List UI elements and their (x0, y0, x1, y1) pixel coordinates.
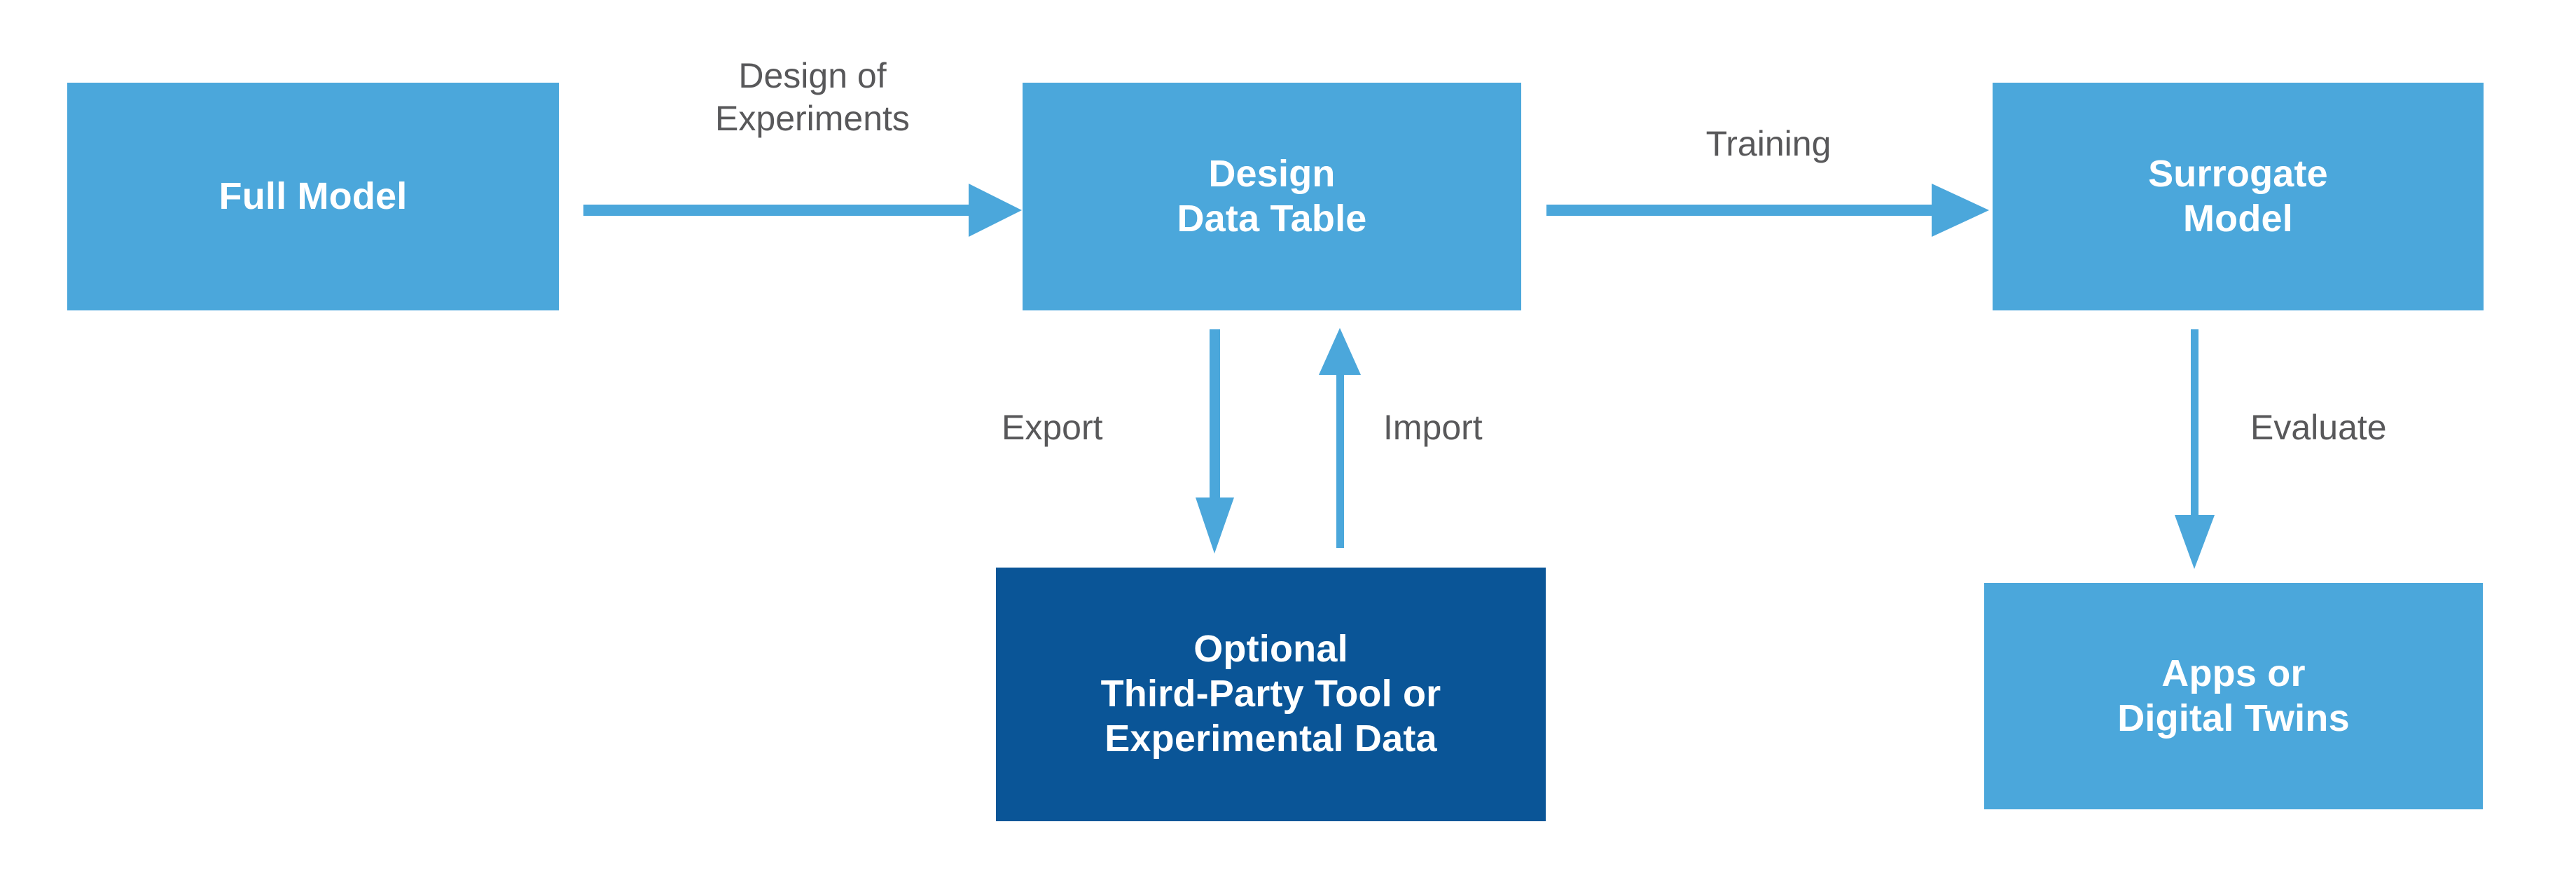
edge-label-evaluate: Evaluate (2250, 408, 2387, 447)
arrow-import (1319, 328, 1361, 548)
node-apps-or-digital-twins-label: Apps or Digital Twins (2117, 652, 2350, 739)
node-design-data-table-label: Design Data Table (1177, 152, 1367, 240)
node-apps-or-digital-twins[interactable]: Apps or Digital Twins (1984, 583, 2483, 809)
arrow-export (1196, 329, 1234, 554)
node-surrogate-model[interactable]: Surrogate Model (1993, 83, 2484, 310)
edge-label-design-of-experiments: Design of Experiments (715, 56, 910, 138)
arrow-training (1546, 184, 1989, 237)
node-optional-third-party-tool[interactable]: Optional Third-Party Tool or Experimenta… (996, 568, 1546, 821)
edge-label-import: Import (1383, 408, 1483, 447)
node-optional-third-party-tool-label: Optional Third-Party Tool or Experimenta… (1100, 628, 1441, 760)
node-surrogate-model-label: Surrogate Model (2148, 152, 2328, 240)
edge-label-training: Training (1705, 124, 1831, 163)
arrow-evaluate (2175, 329, 2215, 569)
node-full-model-label: Full Model (219, 174, 408, 217)
edge-label-export: Export (1002, 408, 1103, 447)
node-design-data-table[interactable]: Design Data Table (1023, 83, 1521, 310)
arrow-design-of-experiments (583, 184, 1022, 237)
node-full-model[interactable]: Full Model (67, 83, 559, 310)
